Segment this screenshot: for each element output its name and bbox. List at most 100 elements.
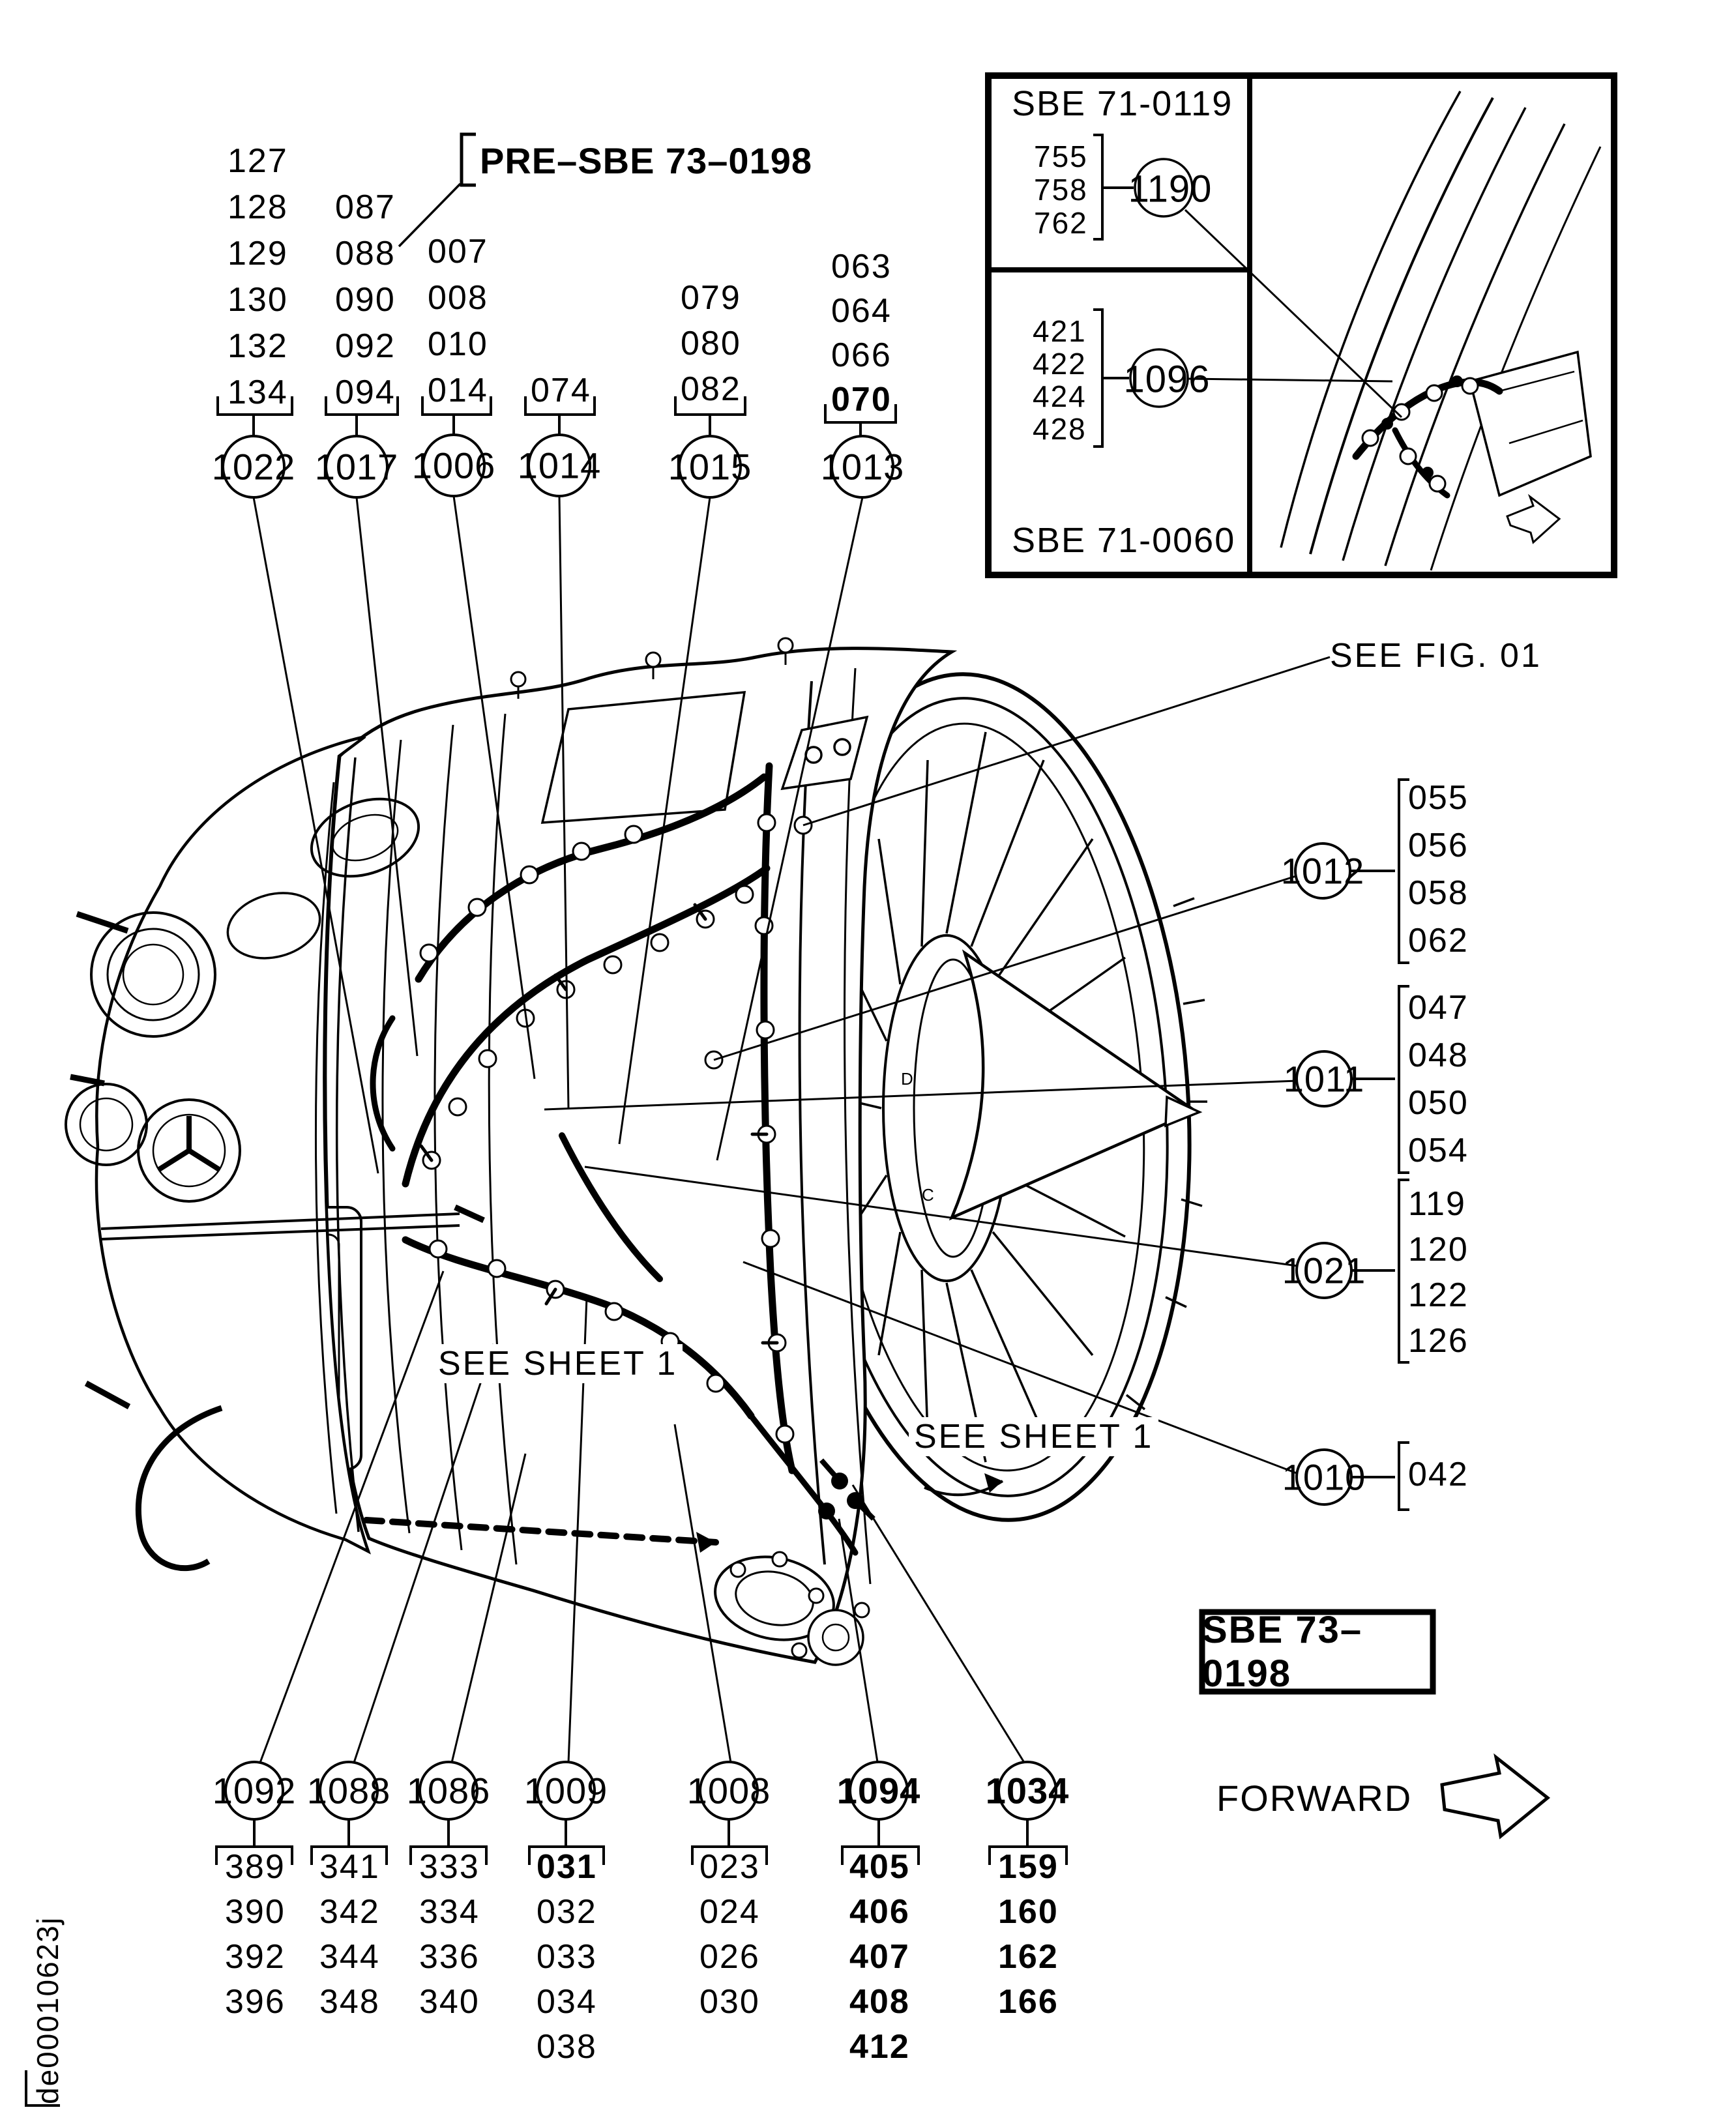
part-number: 128: [228, 188, 288, 226]
part-number: 422: [1033, 347, 1087, 381]
part-number: 392: [225, 1938, 286, 1976]
part-number: 034: [537, 1983, 597, 2021]
part-number: 406: [849, 1893, 910, 1931]
part-number: 421: [1033, 314, 1087, 348]
inset-title-bottom: SBE 71-0060: [1012, 521, 1236, 560]
parts-list-1017: 087 088 090 092 094: [335, 184, 396, 416]
part-number: 412: [849, 2028, 910, 2066]
part-number: 094: [335, 374, 396, 411]
parts-list-1008: 023 024 026 030: [699, 1845, 760, 2025]
pre-sbe-label: PRE–SBE 73–0198: [480, 140, 813, 181]
callout-1015: 1015: [668, 446, 752, 488]
part-number: 090: [335, 281, 396, 319]
hub-mark-d: D: [901, 1069, 913, 1089]
sbe-callout-box: [1199, 1609, 1436, 1695]
callout-1021: 1021: [1282, 1250, 1366, 1291]
spinner-cone: [949, 949, 1198, 1221]
part-number: 063: [831, 248, 892, 286]
pump-cluster-art: [714, 1458, 875, 1666]
id-corner-mark: [25, 2070, 60, 2107]
part-number: 054: [1408, 1132, 1469, 1169]
callout-1094: 1094: [836, 1770, 921, 1812]
part-number: 126: [1408, 1322, 1469, 1360]
part-number: 159: [998, 1848, 1059, 1886]
part-number: 087: [335, 188, 396, 226]
callout-1190: 1190: [1128, 168, 1213, 211]
part-number: 024: [699, 1893, 760, 1931]
gearbox-art: [65, 735, 485, 1572]
part-number: 064: [831, 292, 892, 330]
callout-1086: 1086: [406, 1770, 491, 1812]
parts-list-1014: 074: [531, 368, 591, 414]
part-number: 424: [1033, 379, 1087, 413]
part-number: 341: [319, 1848, 380, 1886]
part-number: 079: [681, 279, 741, 317]
part-number: 130: [228, 281, 288, 319]
parts-list-1015: 079 080 082: [681, 275, 741, 412]
part-number: 014: [428, 372, 488, 409]
part-number: 047: [1408, 989, 1469, 1027]
part-number: 023: [699, 1848, 760, 1886]
inset-detail-art: [1280, 91, 1602, 571]
callout-1022: 1022: [211, 446, 296, 488]
callout-1088: 1088: [306, 1770, 391, 1812]
part-number: 333: [419, 1848, 480, 1886]
part-number: 160: [998, 1893, 1059, 1931]
part-number: 092: [335, 327, 396, 365]
callout-1009: 1009: [523, 1770, 608, 1812]
callout-1014: 1014: [517, 445, 602, 486]
part-number: 127: [228, 142, 288, 180]
part-number: 342: [319, 1893, 380, 1931]
callout-1013: 1013: [820, 446, 905, 488]
forward-arrow-icon: [1440, 1753, 1550, 1840]
part-number: 758: [1034, 173, 1088, 207]
part-number: 340: [419, 1983, 480, 2021]
part-number: 396: [225, 1983, 286, 2021]
part-number: 058: [1408, 874, 1469, 912]
forward-label: FORWARD: [1216, 1778, 1413, 1819]
hub-mark-c: C: [922, 1185, 934, 1205]
callout-1008: 1008: [686, 1770, 771, 1812]
part-number: 428: [1033, 412, 1087, 446]
part-number: 030: [699, 1983, 760, 2021]
part-number: 408: [849, 1983, 910, 2021]
callout-1011: 1011: [1283, 1058, 1365, 1100]
part-number: 031: [537, 1848, 597, 1886]
see-sheet-label-2: SEE SHEET 1: [909, 1417, 1159, 1456]
callout-1096: 1096: [1123, 358, 1211, 401]
part-number: 405: [849, 1848, 910, 1886]
part-number: 162: [998, 1938, 1059, 1976]
part-number: 056: [1408, 827, 1469, 864]
part-number: 088: [335, 235, 396, 272]
part-number: 334: [419, 1893, 480, 1931]
callout-1017: 1017: [314, 446, 399, 488]
part-number: 033: [537, 1938, 597, 1976]
part-number: 080: [681, 325, 741, 362]
part-number: 762: [1034, 206, 1088, 240]
part-number: 062: [1408, 922, 1469, 960]
callout-1006: 1006: [411, 445, 496, 486]
part-number: 120: [1408, 1231, 1469, 1269]
document-id: de00010623j: [31, 1916, 65, 2104]
part-number: 119: [1408, 1185, 1466, 1223]
part-number: 082: [681, 370, 741, 408]
part-number: 348: [319, 1983, 380, 2021]
part-number: 389: [225, 1848, 286, 1886]
part-number: 042: [1408, 1456, 1469, 1493]
part-number: 070: [831, 381, 892, 418]
list-brackets: [215, 132, 1409, 1865]
part-number: 026: [699, 1938, 760, 1976]
part-number: 048: [1408, 1036, 1469, 1074]
inset-box: [985, 72, 1617, 578]
